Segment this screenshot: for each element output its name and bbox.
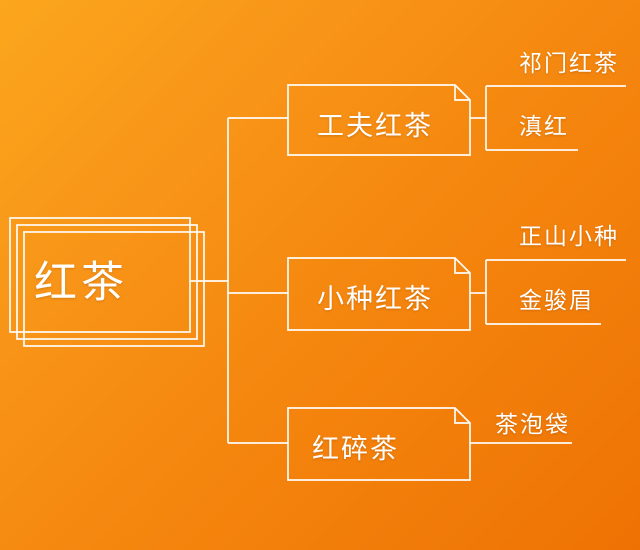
leaf-label-dianhong[interactable]: 滇红: [519, 113, 569, 139]
leaf-label-qimen-hongcha[interactable]: 祁门红茶: [519, 50, 619, 76]
root-card-front: [9, 217, 191, 333]
branch-box-1: [287, 84, 471, 156]
leaf-label-zhengshan-xiaozhong[interactable]: 正山小种: [519, 223, 619, 249]
root-card-middle: [16, 224, 198, 340]
branch-label-hongsui-cha[interactable]: 红碎茶: [312, 434, 399, 464]
leaf-label-jinjunmei[interactable]: 金骏眉: [519, 287, 594, 313]
branch-label-gongfu-hongcha[interactable]: 工夫红茶: [317, 111, 433, 141]
branch-box-1-fold: [454, 85, 470, 101]
branch-box-3-fold: [454, 408, 470, 424]
branch-box-3: [287, 407, 471, 481]
root-card-back: [23, 231, 205, 347]
branch-box-2-fold: [454, 258, 470, 274]
leaf-label-chapaodai[interactable]: 茶泡袋: [495, 411, 570, 437]
root-node-label[interactable]: 红茶: [34, 259, 128, 307]
branch-box-2: [287, 257, 471, 331]
branch-label-xiaozhong-hongcha[interactable]: 小种红茶: [317, 284, 433, 314]
